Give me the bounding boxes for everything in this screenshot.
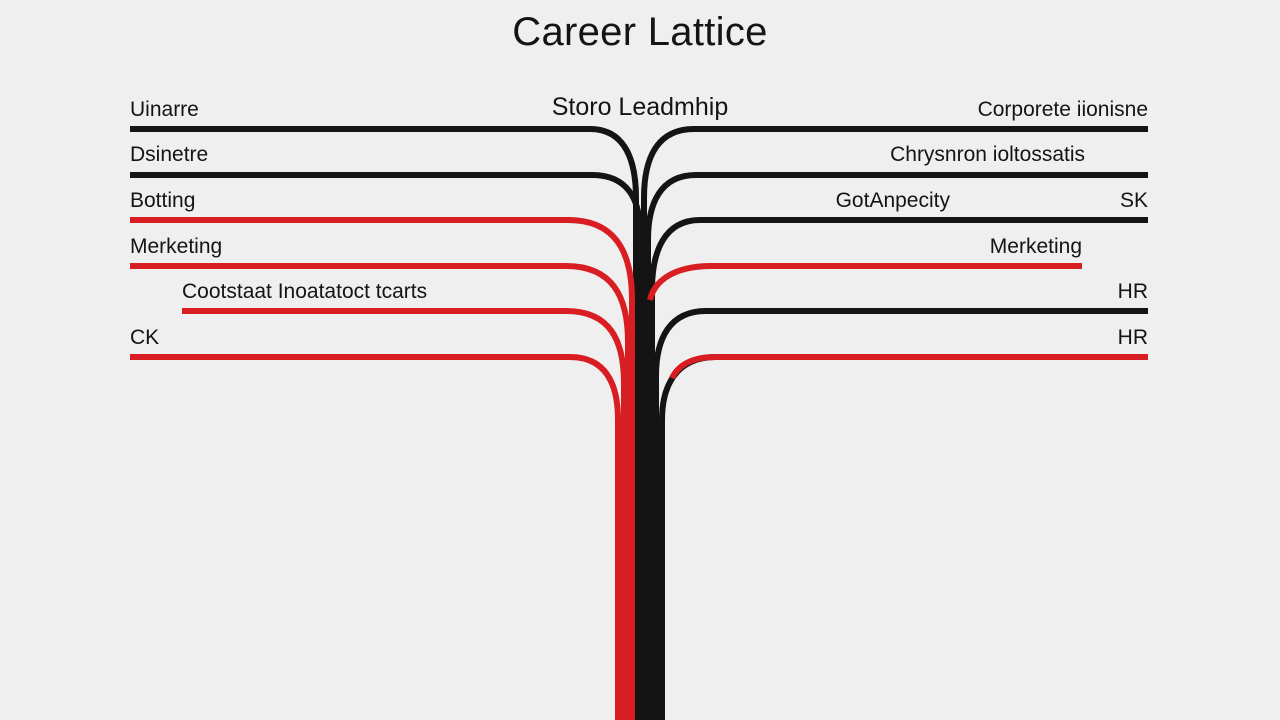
- right-label-5: Merketing: [989, 235, 1082, 258]
- path-right-6-red: [669, 354, 1148, 380]
- path-left-5: [182, 308, 627, 720]
- right-label-6: HR: [1117, 280, 1148, 303]
- right-label-3: GotAnpecity: [835, 189, 950, 212]
- left-label-4: Merketing: [130, 235, 223, 258]
- path-right-2: [645, 172, 1148, 720]
- path-left-3: [130, 217, 635, 720]
- path-right-4: [647, 263, 1082, 301]
- left-label-6: CK: [130, 326, 160, 349]
- diagram-title: Career Lattice: [512, 10, 768, 54]
- left-label-5: Cootstaat Inoatatoct tcarts: [182, 280, 428, 303]
- right-label-2: Chrysnron ioltossatis: [890, 143, 1085, 166]
- left-label-2: Dsinetre: [130, 143, 209, 166]
- path-left-2: [130, 172, 643, 720]
- path-right-1: [641, 126, 1148, 720]
- trunk-label: Storo Leadmhip: [551, 93, 729, 121]
- path-left-6: [130, 354, 621, 720]
- right-label-1: Corporete iionisne: [977, 98, 1148, 121]
- right-label-7: HR: [1117, 326, 1148, 349]
- path-right-3: [649, 217, 1148, 720]
- path-right-6: [659, 354, 1148, 720]
- left-label-3: Botting: [130, 189, 196, 212]
- path-left-1: [130, 126, 639, 720]
- right-label-4: SK: [1119, 189, 1148, 212]
- left-label-1: Uinarre: [130, 98, 199, 121]
- path-right-5: [653, 308, 1148, 720]
- path-left-4: [130, 263, 631, 720]
